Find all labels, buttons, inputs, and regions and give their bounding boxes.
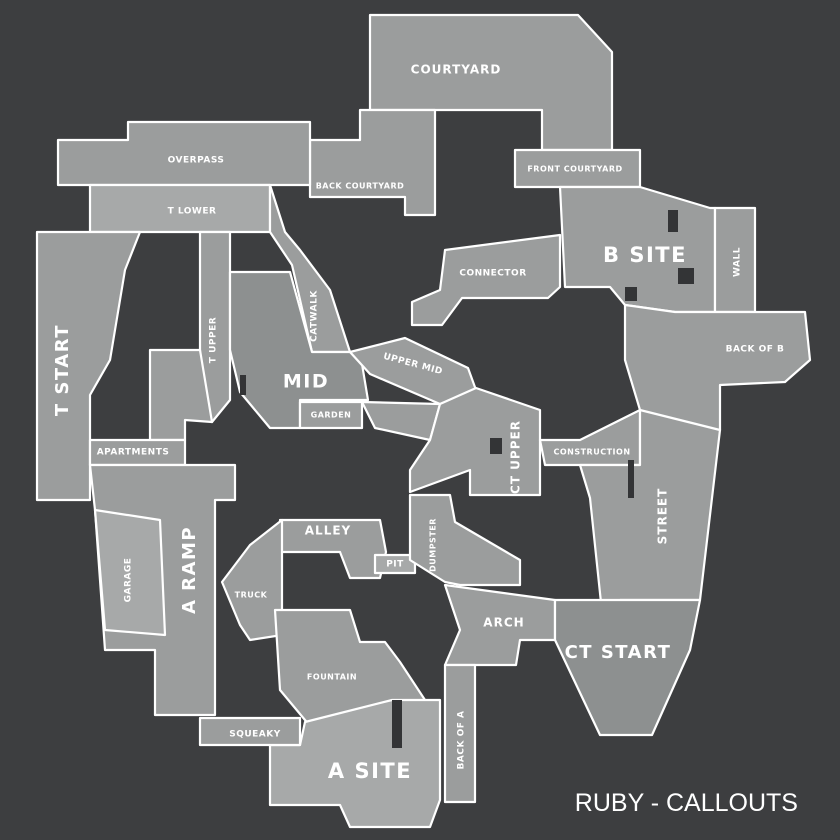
label-t-lower: T LOWER <box>168 207 217 217</box>
label-overpass: OVERPASS <box>168 156 225 166</box>
box-icon <box>625 287 637 301</box>
area-connector <box>410 233 562 327</box>
label-ct-upper: CT UPPER <box>509 420 523 494</box>
area-back-of-a <box>443 663 477 804</box>
map-areas <box>35 13 812 829</box>
area-garage <box>93 508 167 637</box>
area-construction <box>538 408 642 467</box>
box-icon <box>392 700 402 748</box>
label-garage: GARAGE <box>124 558 134 603</box>
area-truck <box>220 518 284 642</box>
area-alley <box>278 518 388 580</box>
label-front-courtyard: FRONT COURTYARD <box>527 165 622 174</box>
area-ct-upper <box>408 386 542 497</box>
label-fountain: FOUNTAIN <box>307 673 357 682</box>
area-pit <box>373 553 417 575</box>
label-back-of-b: BACK OF B <box>726 345 785 355</box>
box-icon <box>678 268 694 284</box>
map-obstacles <box>240 210 694 748</box>
label-a-ramp: A RAMP <box>179 526 200 614</box>
label-connector: CONNECTOR <box>459 269 526 279</box>
label-a-site: A SITE <box>328 759 412 783</box>
box-icon <box>628 460 634 498</box>
box-icon <box>490 438 502 454</box>
area-squeaky <box>198 716 302 747</box>
label-t-start: T START <box>52 324 73 416</box>
label-t-upper: T UPPER <box>209 317 219 363</box>
area-left-block <box>148 348 214 442</box>
label-back-courtyard: BACK COURTYARD <box>316 182 405 191</box>
map-title: RUBY - CALLOUTS <box>574 789 798 817</box>
area-garden <box>298 400 364 430</box>
area-ct-start <box>553 598 702 737</box>
area-mid <box>228 270 370 430</box>
label-garden: GARDEN <box>311 411 352 420</box>
label-truck: TRUCK <box>235 591 268 600</box>
label-pit: PIT <box>386 560 404 570</box>
label-alley: ALLEY <box>305 524 351 538</box>
label-construction: CONSTRUCTION <box>553 448 630 457</box>
label-squeaky: SQUEAKY <box>229 730 281 740</box>
area-upper-mid <box>348 336 478 406</box>
box-icon <box>240 375 246 395</box>
area-overpass <box>56 120 312 187</box>
label-apartments: APARTMENTS <box>97 448 170 458</box>
label-back-of-a: BACK OF A <box>457 711 467 770</box>
area-back-of-b <box>623 303 812 442</box>
area-mid-lower <box>360 400 442 442</box>
label-b-site: B SITE <box>603 243 687 267</box>
label-mid: MID <box>283 371 329 393</box>
label-arch: ARCH <box>483 616 524 630</box>
area-dumpster <box>408 493 522 587</box>
label-wall: WALL <box>733 247 743 277</box>
label-ct-start: CT START <box>565 642 672 663</box>
label-dumpster: DUMPSTER <box>429 518 438 572</box>
label-courtyard: COURTYARD <box>411 63 502 77</box>
label-street: STREET <box>656 488 670 545</box>
label-catwalk: CATWALK <box>310 290 320 342</box>
area-back-courtyard <box>308 108 437 217</box>
area-t-start <box>35 230 142 502</box>
box-icon <box>668 210 678 232</box>
